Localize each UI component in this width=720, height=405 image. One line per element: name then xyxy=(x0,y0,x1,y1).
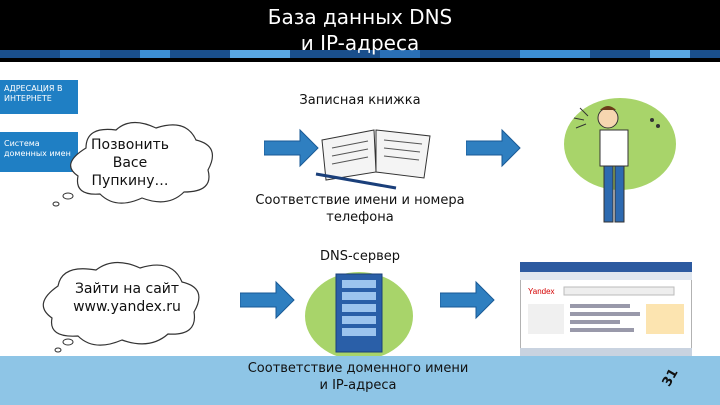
cloud-text-website: Зайти на сайт www.yandex.ru xyxy=(73,281,181,315)
thought-cloud-call xyxy=(52,121,214,207)
cloud-text-call: Позвонить Васе Пупкину… xyxy=(90,137,169,189)
notebook-caption: Соответствие имени и номера телефона xyxy=(255,193,465,225)
arrow-right-icon xyxy=(440,280,495,320)
sidebar-item-addressing[interactable]: АДРЕСАЦИЯ В ИНТЕРНЕТЕ xyxy=(0,80,78,114)
sidebar-item-label: Система доменных имен xyxy=(4,139,71,158)
thought-cloud-website xyxy=(42,261,200,353)
page-title: База данных DNS и IP-адреса xyxy=(267,5,453,55)
sidebar-item-label: АДРЕСАЦИЯ В ИНТЕРНЕТЕ xyxy=(4,84,63,103)
footer-bar xyxy=(0,356,720,405)
dns-server-caption: Соответствие доменного имени и IP-адреса xyxy=(247,361,469,393)
dns-server-title: DNS-сервер xyxy=(320,249,400,264)
arrow-right-icon xyxy=(240,280,295,320)
yandex-logo: Yandex xyxy=(528,287,555,296)
open-book-icon xyxy=(315,129,431,190)
server-icon xyxy=(305,272,413,360)
person-on-phone-icon xyxy=(564,98,676,223)
sidebar-item-dns[interactable]: Система доменных имен xyxy=(0,132,78,172)
arrow-right-icon xyxy=(264,128,319,168)
arrow-right-icon xyxy=(466,128,521,168)
notebook-title: Записная книжка xyxy=(299,93,421,108)
browser-window-icon: Yandex xyxy=(520,262,692,358)
header-strip xyxy=(0,50,720,58)
